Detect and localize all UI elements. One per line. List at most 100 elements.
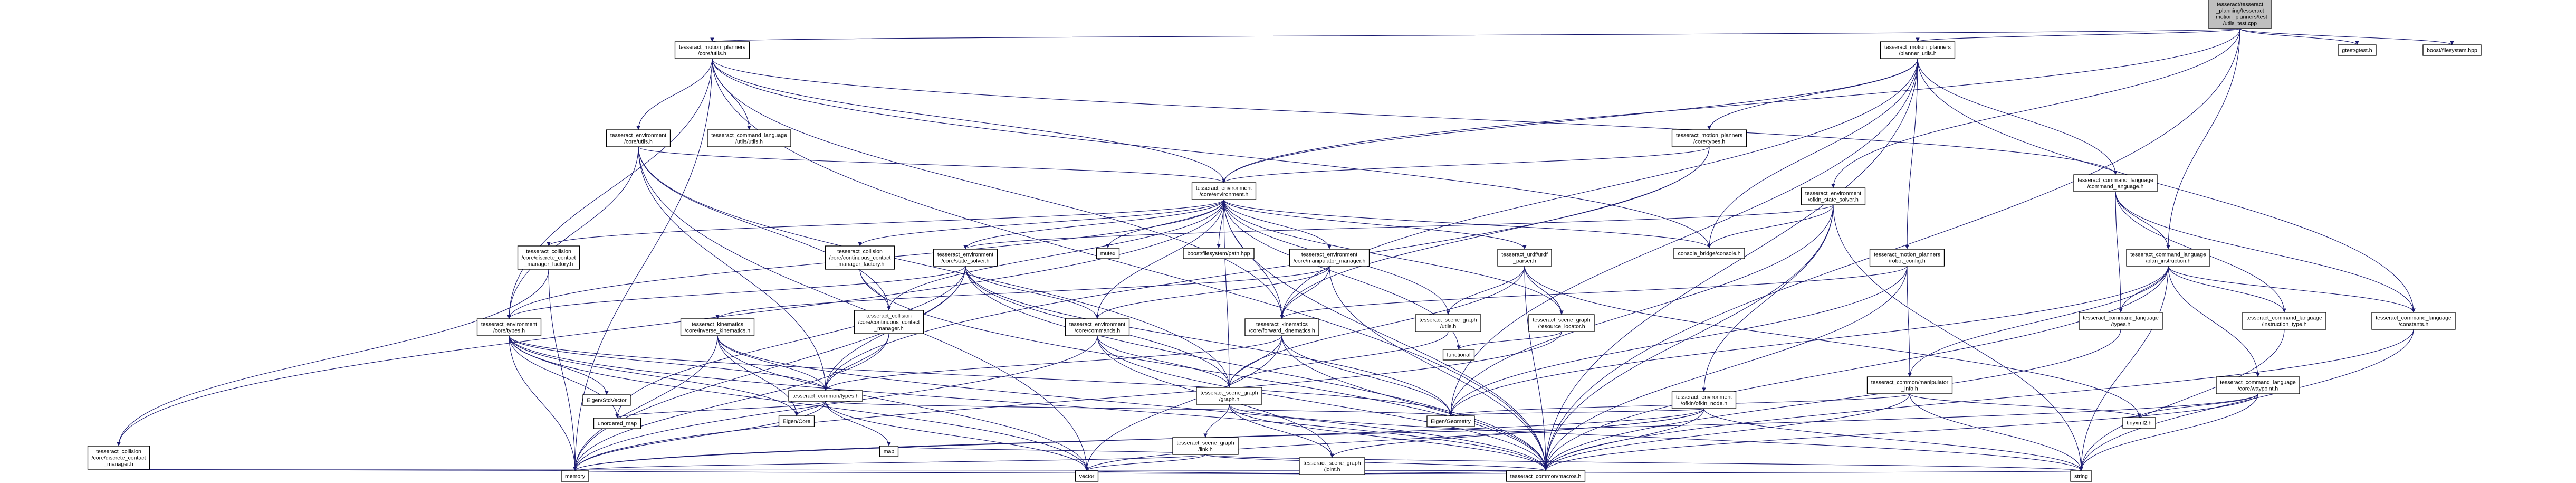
node-memory[interactable]: memory <box>561 470 589 482</box>
node-label-line: Eigen/Core <box>783 419 811 425</box>
node-box <box>2126 249 2210 267</box>
edge-sg_link-to-memory <box>573 454 1206 471</box>
edge-kin_forward-to-eigen_geometry <box>1281 335 1453 416</box>
node-common_macros[interactable]: tesseract_common/macros.h <box>1506 470 1586 482</box>
node-mp_core_utils[interactable]: tesseract_motion_planners/core/utils.h <box>674 41 750 59</box>
edge-cl_constants-to-string <box>2079 329 2414 471</box>
edge-coll_continuous_mgr-to-memory <box>573 333 889 471</box>
node-coll_discrete_mgr[interactable]: tesseract_collision/core/discrete_contac… <box>87 446 150 470</box>
node-gtest[interactable]: gtest/gtest.h <box>2338 44 2377 56</box>
edge-sg_resource-to-functional <box>1457 331 1562 350</box>
node-kin_inverse[interactable]: tesseract_kinematics/core/inverse_kinema… <box>680 318 755 336</box>
node-label-line: /planner_utils.h <box>1899 51 1936 57</box>
node-box <box>674 41 750 59</box>
node-cl_waypoint[interactable]: tesseract_command_language/core/waypoint… <box>2216 376 2300 394</box>
edge-env_types-to-vector <box>509 335 1089 471</box>
node-mp_planner_utils[interactable]: tesseract_motion_planners/planner_utils.… <box>1880 41 1956 59</box>
edge-mp_planner_utils-to-cl_command_language <box>1917 58 2118 175</box>
node-string[interactable]: string <box>2070 470 2092 482</box>
node-functional[interactable]: functional <box>1442 349 1475 361</box>
node-cl_utils[interactable]: tesseract_command_language/utils/utils.h <box>707 129 791 147</box>
node-label-line: tesseract_environment <box>1676 394 1732 401</box>
node-mp_core_types[interactable]: tesseract_motion_planners/core/types.h <box>1671 129 1747 147</box>
node-boost_path[interactable]: boost/filesystem/path.hpp <box>1183 248 1255 259</box>
node-env_commands[interactable]: tesseract_environment/core/commands.h <box>1065 318 1130 336</box>
node-label-line: string <box>2074 473 2088 480</box>
node-cl_constants[interactable]: tesseract_command_language/constants.h <box>2371 312 2456 330</box>
node-urdf_parser[interactable]: tesseract_urdf/urdf_parser.h <box>1497 249 1552 267</box>
node-sg_graph[interactable]: tesseract_scene_graph/graph.h <box>1196 387 1262 405</box>
node-env_manip_mgr[interactable]: tesseract_environment/core/manipulator_m… <box>1289 249 1370 267</box>
node-eigen_geometry[interactable]: Eigen/Geometry <box>1426 415 1475 427</box>
node-sg_resource[interactable]: tesseract_scene_graph/resource_locator.h <box>1528 314 1595 332</box>
node-console_bridge[interactable]: console_bridge/console.h <box>1673 248 1745 259</box>
edge-coll_continuous_factory-to-coll_continuous_mgr <box>859 269 891 311</box>
node-eigen_core[interactable]: Eigen/Core <box>778 415 815 427</box>
node-unordered_map[interactable]: unordered_map <box>593 418 641 429</box>
node-cl_types[interactable]: tesseract_command_language/types.h <box>2079 312 2163 330</box>
edge-env_environment-to-sg_graph <box>1223 199 1231 388</box>
node-mutex[interactable]: mutex <box>1096 248 1120 259</box>
node-label-line: /core/discrete_contact <box>92 455 146 461</box>
edge-env_core_utils-to-env_types <box>507 146 639 319</box>
node-sg_utils[interactable]: tesseract_scene_graph/utils.h <box>1415 314 1481 332</box>
node-label-line: tesseract_kinematics <box>692 321 743 328</box>
node-label-line: _info.h <box>1901 386 1918 392</box>
node-boost_fs[interactable]: boost/filesystem.hpp <box>2422 44 2482 56</box>
node-env_types[interactable]: tesseract_environment/core/types.h <box>476 318 542 336</box>
node-sg_joint[interactable]: tesseract_scene_graph/joint.h <box>1299 457 1365 475</box>
edge-coll_continuous_mgr-to-common_types <box>823 333 889 391</box>
node-env_environment[interactable]: tesseract_environment/core/environment.h <box>1191 182 1257 200</box>
node-box <box>1172 437 1239 455</box>
node-env_ofkin_node[interactable]: tesseract_environment/ofkin/ofkin_node.h <box>1671 391 1737 409</box>
edge-mp_core_types-to-kin_forward <box>1280 146 1710 319</box>
node-box <box>476 318 542 336</box>
node-label-line: /core/continuous_contact <box>829 255 891 261</box>
node-box <box>1426 415 1475 427</box>
node-map[interactable]: map <box>879 446 899 457</box>
node-common_types[interactable]: tesseract_common/types.h <box>788 390 863 402</box>
edge-common_types-to-eigen_core <box>794 401 826 416</box>
node-coll_discrete_factory[interactable]: tesseract_collision/core/discrete_contac… <box>517 245 580 270</box>
node-coll_continuous_mgr[interactable]: tesseract_collision/core/continuous_cont… <box>854 310 924 334</box>
edge-env_manip_mgr-to-env_commands <box>1095 266 1330 319</box>
node-coll_continuous_factory[interactable]: tesseract_collision/core/continuous_cont… <box>825 245 895 270</box>
node-vector[interactable]: vector <box>1075 470 1099 482</box>
node-sg_link[interactable]: tesseract_scene_graph/link.h <box>1172 437 1239 455</box>
node-env_ofkin[interactable]: tesseract_environment/ofkin_state_solver… <box>1801 187 1866 205</box>
node-label-line: /resource_locator.h <box>1538 324 1585 330</box>
edge-kin_inverse-to-vector <box>717 335 1089 471</box>
edge-env_environment-to-console_bridge <box>1223 199 1711 249</box>
node-kin_forward[interactable]: tesseract_kinematics/core/forward_kinema… <box>1244 318 1319 336</box>
node-env_state_solver[interactable]: tesseract_environment/core/state_solver.… <box>933 249 998 267</box>
node-cl_instruction_type[interactable]: tesseract_command_language/instruction_t… <box>2242 312 2326 330</box>
node-box <box>1075 470 1099 482</box>
node-eigen_stdvector[interactable]: Eigen/StdVector <box>582 394 631 406</box>
edge-env_types-to-eigen_core <box>509 335 799 416</box>
edge-cl_plan_instruction-to-cl_constants <box>2168 266 2416 313</box>
node-label-line: /core/types.h <box>1693 139 1725 145</box>
node-box <box>1673 248 1745 259</box>
node-mp_robot_config[interactable]: tesseract_motion_planners/robot_config.h <box>1869 249 1945 267</box>
node-tinyxml2[interactable]: tinyxml2.h <box>2122 417 2156 429</box>
node-label-line: tesseract_environment <box>1069 321 1125 328</box>
node-cl_command_language[interactable]: tesseract_command_language/command_langu… <box>2073 174 2158 192</box>
edge-common_types-to-unordered_map <box>615 401 826 419</box>
edge-common_manip_info-to-string <box>1909 393 2083 471</box>
node-label-line: tesseract_command_language <box>2376 315 2451 321</box>
edge-env_manip_mgr-to-common_macros <box>1329 266 1548 471</box>
edge-env_ofkin_node-to-memory <box>573 408 1704 471</box>
edge-cl_plan_instruction-to-string <box>2079 266 2169 471</box>
node-env_core_utils[interactable]: tesseract_environment/core/utils.h <box>606 129 671 147</box>
edge-env_state_solver-to-env_commands <box>965 266 1099 319</box>
node-common_manip_info[interactable]: tesseract_common/manipulator_info.h <box>1866 376 1953 394</box>
node-box <box>1497 249 1552 267</box>
node-label-line: tesseract_collision <box>96 449 141 455</box>
node-box <box>2070 470 2092 482</box>
node-cl_plan_instruction[interactable]: tesseract_command_language/plan_instruct… <box>2126 249 2210 267</box>
node-box <box>1671 391 1737 409</box>
node-box <box>879 446 899 457</box>
node-label-line: /ofkin_state_solver.h <box>1808 197 1859 203</box>
edge-cl_plan_instruction-to-cl_types <box>2119 266 2169 313</box>
node-label-line: tesseract_environment <box>1301 252 1357 258</box>
